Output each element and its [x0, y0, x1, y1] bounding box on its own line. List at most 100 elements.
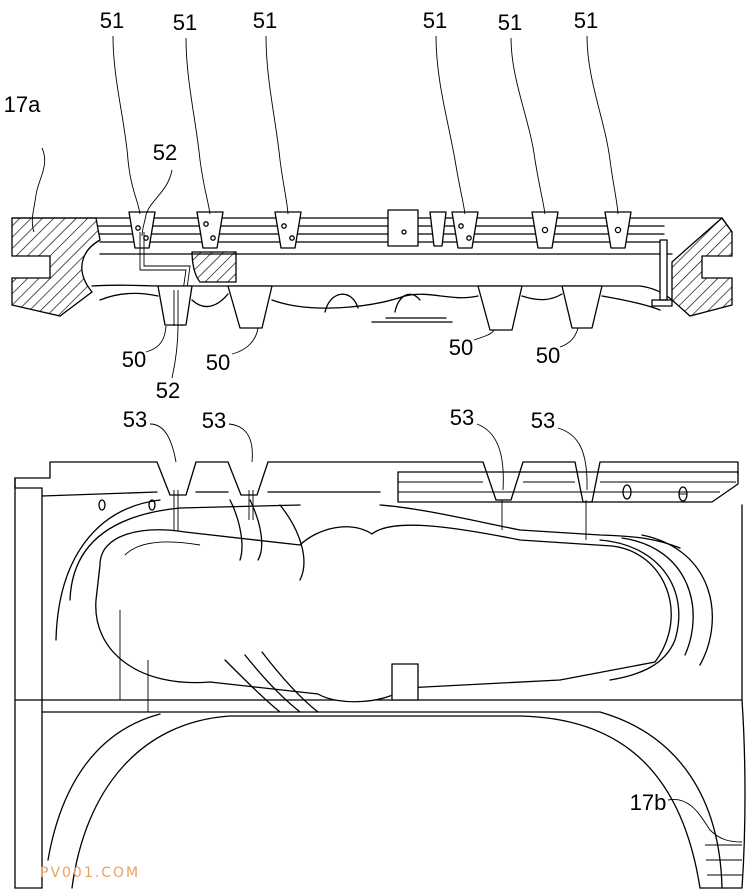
leader-lines — [31, 35, 743, 843]
hole — [135, 225, 141, 231]
leader-line-51 — [586, 35, 619, 215]
ring-land-notch — [196, 211, 224, 249]
leader-line-52 — [171, 325, 179, 379]
upper-part-17a — [11, 209, 733, 331]
leader-line-50 — [145, 325, 167, 353]
lower-protrusion — [477, 285, 523, 331]
ref-numeral-51: 51 — [423, 8, 447, 33]
hatched-section-middle — [191, 251, 237, 283]
ref-numeral-50: 50 — [122, 347, 146, 372]
lower-protrusions-50 — [157, 285, 603, 331]
right-leg-detail — [705, 844, 742, 876]
leader-line-50 — [473, 329, 495, 341]
hole — [458, 223, 464, 229]
pin-boss-contour — [99, 292, 159, 301]
leader-line-51 — [510, 37, 546, 215]
connecting-element-cross-section — [95, 524, 672, 703]
hole — [203, 221, 209, 227]
leader-line-53 — [149, 423, 177, 463]
hole — [541, 226, 549, 234]
housing-contour — [55, 499, 161, 641]
post-bracket — [651, 299, 673, 307]
right-plate — [397, 471, 739, 503]
hole — [210, 235, 216, 241]
pin-boss-contour — [191, 293, 229, 308]
arch-contour — [71, 715, 701, 889]
ref-numeral-51: 51 — [574, 8, 598, 33]
top-slot-wedge — [429, 211, 447, 247]
ref-numeral-51: 51 — [100, 8, 124, 33]
hatched-section-right — [671, 217, 733, 317]
leader-line-53 — [557, 427, 588, 491]
pin-boss-contour — [521, 293, 563, 301]
oil-passage-52 — [173, 290, 179, 326]
lower-protrusion — [227, 285, 273, 329]
hole — [281, 223, 287, 229]
ref-numeral-52: 52 — [156, 378, 180, 403]
right-leg — [599, 711, 723, 889]
ref-numeral-52: 52 — [153, 140, 177, 165]
top-plate-bottom — [14, 477, 158, 497]
blob-inner-contour — [124, 541, 201, 556]
ref-numeral-53: 53 — [123, 407, 147, 432]
right-leg — [741, 699, 746, 889]
ring-band — [641, 534, 713, 666]
ring-land-notch — [604, 211, 632, 249]
leader-line-50 — [231, 327, 259, 355]
pin-boss-contour — [394, 293, 421, 313]
ring-band — [599, 539, 680, 681]
leader-line-53 — [476, 423, 504, 491]
reference-numerals: 51 51 51 51 51 51 17a 52 50 50 50 50 52 … — [4, 8, 667, 815]
ref-numeral-17b: 17b — [630, 790, 667, 815]
leader-line-51 — [265, 35, 289, 215]
ref-numeral-53: 53 — [202, 408, 226, 433]
ref-numeral-50: 50 — [536, 343, 560, 368]
ring-band — [621, 537, 694, 656]
ref-numeral-17a: 17a — [4, 92, 41, 117]
pin-boss-contour — [601, 295, 661, 311]
ref-numeral-53: 53 — [531, 408, 555, 433]
leader-line-17a — [31, 147, 46, 233]
boss-shaft — [261, 651, 319, 713]
housing-contour — [379, 504, 681, 549]
leader-line-50 — [559, 327, 579, 348]
ref-numeral-51: 51 — [253, 8, 277, 33]
leader-line-52 — [141, 169, 173, 237]
leader-line-51 — [185, 37, 211, 215]
hatched-section-left — [11, 217, 101, 317]
frame-detail-block — [391, 663, 419, 701]
boss-shaft — [224, 659, 281, 713]
ring-land-features-51 — [128, 211, 632, 249]
ref-numeral-53: 53 — [450, 405, 474, 430]
leader-line-51 — [112, 35, 141, 215]
hole — [98, 499, 106, 511]
housing-contour — [69, 504, 301, 601]
ring-land-notch — [531, 211, 559, 249]
lower-protrusion — [157, 285, 193, 326]
ref-numeral-50: 50 — [206, 350, 230, 375]
top-slot-block — [387, 209, 419, 247]
leader-line-17b — [667, 799, 743, 843]
boss-shaft — [229, 499, 243, 561]
lower-protrusion — [561, 285, 603, 329]
pin-boss-contour — [271, 293, 479, 309]
watermark: PV001.COM — [40, 865, 140, 881]
boss-shaft — [249, 499, 263, 561]
ref-numeral-51: 51 — [173, 10, 197, 35]
arch-contour — [47, 713, 161, 861]
ref-numeral-51: 51 — [498, 10, 522, 35]
hole — [289, 235, 295, 241]
pin-boss-contour — [324, 293, 359, 313]
hole — [614, 226, 622, 234]
ref-numeral-50: 50 — [449, 335, 473, 360]
hole — [466, 235, 472, 241]
leader-line-53 — [228, 423, 253, 463]
leader-line-51 — [435, 35, 466, 215]
boss-shaft — [244, 654, 301, 713]
boss-shaft — [279, 504, 305, 581]
hole — [401, 229, 407, 235]
vertical-post — [659, 239, 668, 301]
lower-part-17b — [14, 461, 746, 889]
